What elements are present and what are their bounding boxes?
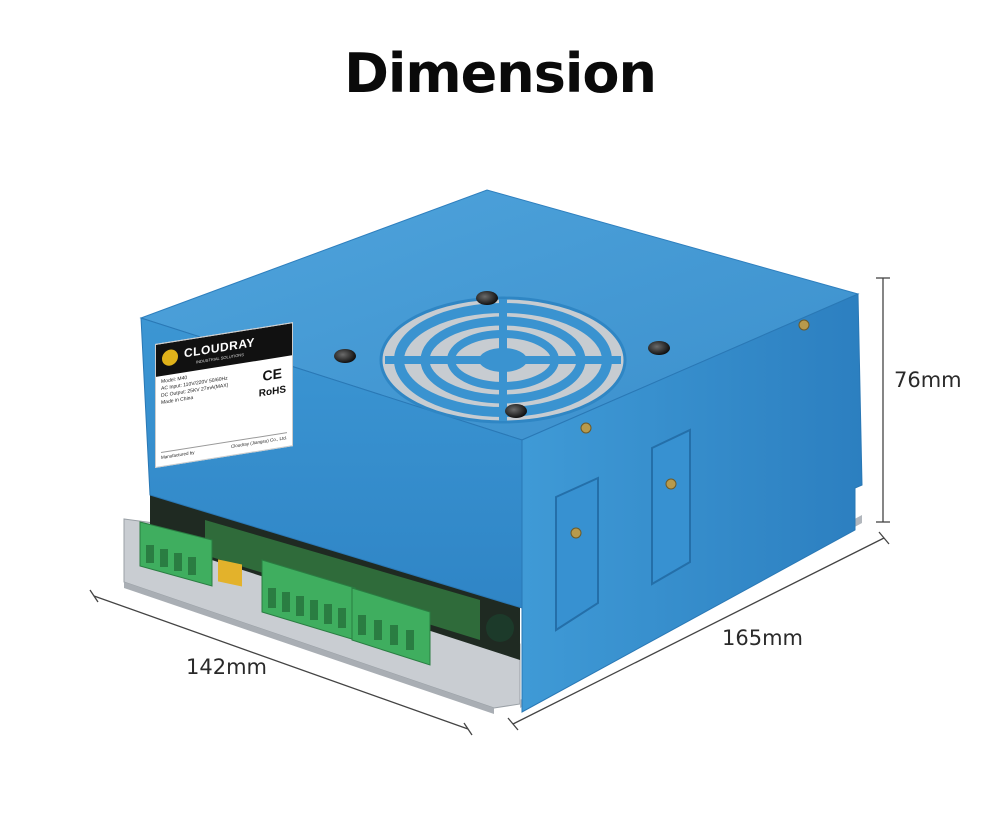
dimension-lines — [89, 277, 890, 736]
side-recesses — [555, 428, 691, 632]
manufactured-by-key: Manufactured by — [161, 449, 195, 461]
manufactured-by-value: Cloudray (Jiangsu) Co., Ltd. — [230, 435, 287, 449]
page-title: Dimension — [344, 42, 657, 105]
terminal-block-right — [351, 587, 431, 666]
cloudray-logo-icon — [162, 348, 178, 367]
terminal-block-middle — [261, 559, 356, 641]
screw-icon — [570, 527, 582, 539]
screw-icon — [334, 349, 356, 363]
screw-icon — [476, 291, 498, 305]
screw-icon — [648, 341, 670, 355]
terminal-block-left — [139, 521, 213, 587]
ce-mark: CE — [262, 364, 282, 384]
width-dimension-label: 142mm — [186, 655, 267, 679]
height-dimension-label: 76mm — [894, 368, 962, 392]
cooling-fan-grille — [379, 296, 627, 424]
housing-side — [521, 293, 863, 713]
screw-icon — [505, 404, 527, 418]
screw-icon — [580, 422, 592, 434]
depth-dimension-label: 165mm — [722, 626, 803, 650]
top-screws — [334, 291, 670, 418]
product-label: Cloudray INDUSTRIAL SOLUTIONS Model: M40… — [155, 322, 293, 468]
side-screws — [570, 319, 810, 539]
screw-icon — [665, 478, 677, 490]
screw-icon — [798, 319, 810, 331]
